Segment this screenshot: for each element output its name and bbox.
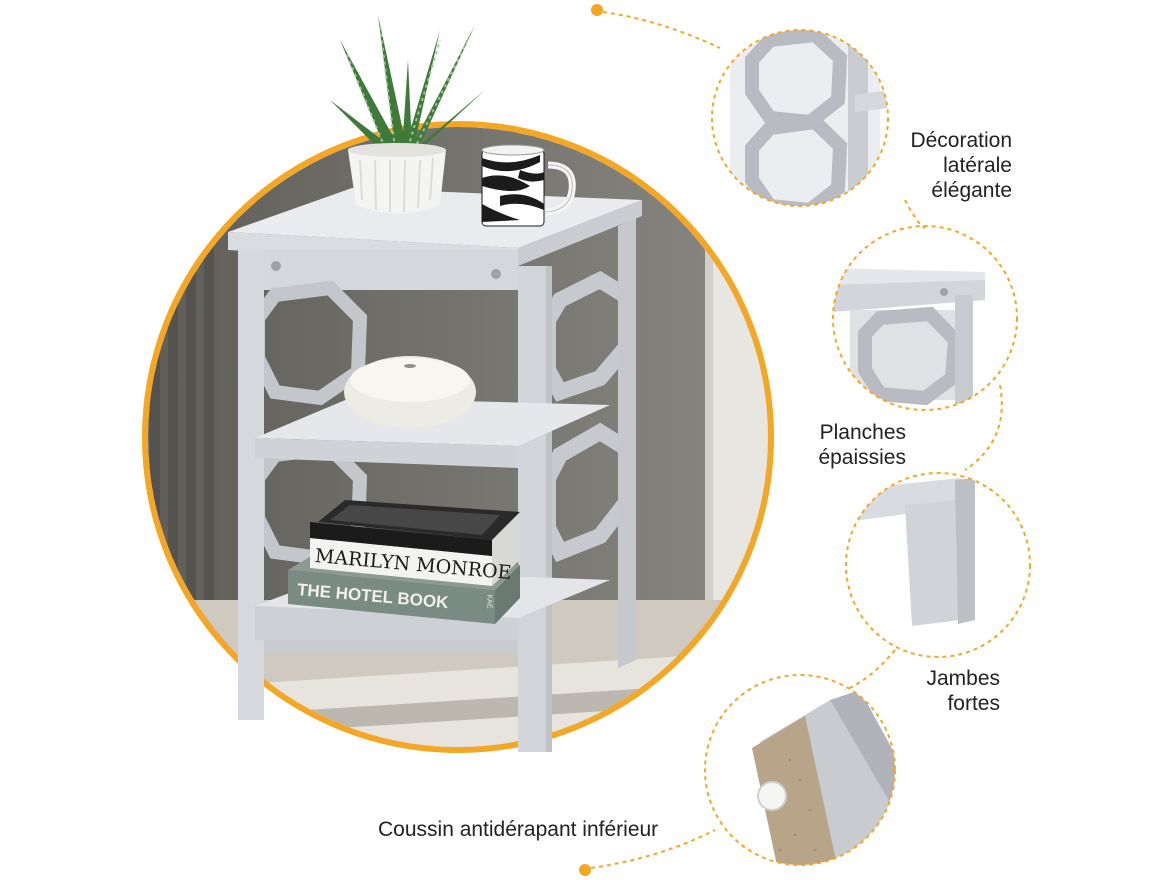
callout-decoration-line2: latérale bbox=[943, 154, 1012, 177]
main-circle-frame bbox=[142, 121, 774, 753]
callout-decoration-line1: Décoration bbox=[910, 129, 1012, 152]
callout-boards-line2: épaissies bbox=[818, 446, 906, 469]
book-spine-label: KAE bbox=[485, 594, 493, 609]
callout-legs-line1: Jambes bbox=[926, 667, 1000, 690]
callout-decoration-line3: élégante bbox=[931, 179, 1012, 202]
leader-dot-bottom bbox=[579, 864, 591, 876]
plant bbox=[330, 15, 485, 214]
callout-circle-legs bbox=[845, 472, 1031, 658]
callout-label-pad: Coussin antidérapant inférieur bbox=[378, 817, 708, 842]
front-left-leg bbox=[238, 250, 264, 720]
back-right-leg bbox=[618, 218, 636, 668]
callout-label-legs: Jambes fortes bbox=[880, 666, 1000, 716]
curtain bbox=[150, 127, 214, 680]
decor-stone bbox=[344, 356, 476, 428]
plant-pot bbox=[348, 145, 446, 214]
screw bbox=[271, 261, 281, 271]
screw bbox=[491, 269, 501, 279]
callout-pad-line1: Coussin antidérapant inférieur bbox=[378, 818, 659, 841]
book-stack bbox=[288, 500, 520, 624]
callout-circle-decoration bbox=[711, 29, 889, 207]
callout-label-boards: Planches épaissies bbox=[780, 420, 906, 470]
callout-circle-boards bbox=[832, 225, 1018, 411]
callout-label-decoration: Décoration latérale élégante bbox=[870, 128, 1012, 203]
callout-boards-line1: Planches bbox=[819, 421, 906, 444]
callout-circle-pad bbox=[704, 674, 896, 866]
callout-legs-line2: fortes bbox=[947, 692, 1000, 715]
leader-dot-top bbox=[591, 4, 603, 16]
zebra-mug bbox=[481, 144, 576, 227]
front-right-leg bbox=[518, 266, 548, 752]
